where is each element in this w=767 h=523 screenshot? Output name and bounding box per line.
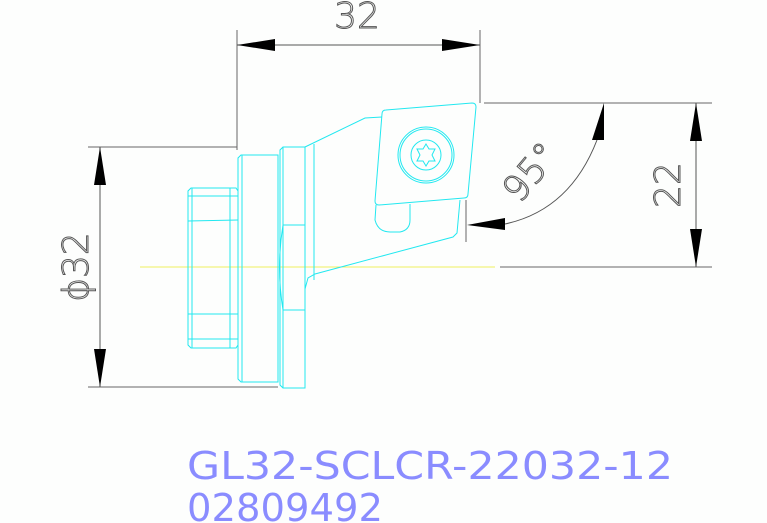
diameter-dimension: ϕ32 xyxy=(56,146,278,388)
torx-icon xyxy=(416,143,436,167)
diameter-value: ϕ32 xyxy=(56,232,97,302)
length-value: 32 xyxy=(334,0,380,37)
height-value: 22 xyxy=(648,162,689,208)
screw-icon xyxy=(397,126,455,184)
cutting-insert xyxy=(374,102,477,206)
angle-dimension: 95° xyxy=(465,103,604,242)
length-dimension: 32 xyxy=(236,0,481,150)
insert-arm xyxy=(304,116,461,290)
flange xyxy=(237,154,279,383)
order-code: 02809492 xyxy=(187,486,383,523)
part-number: GL32-SCLCR-22032-12 xyxy=(187,444,673,488)
height-dimension: 22 xyxy=(484,102,712,268)
rear-hex xyxy=(187,187,239,349)
tool-holder xyxy=(187,102,477,389)
